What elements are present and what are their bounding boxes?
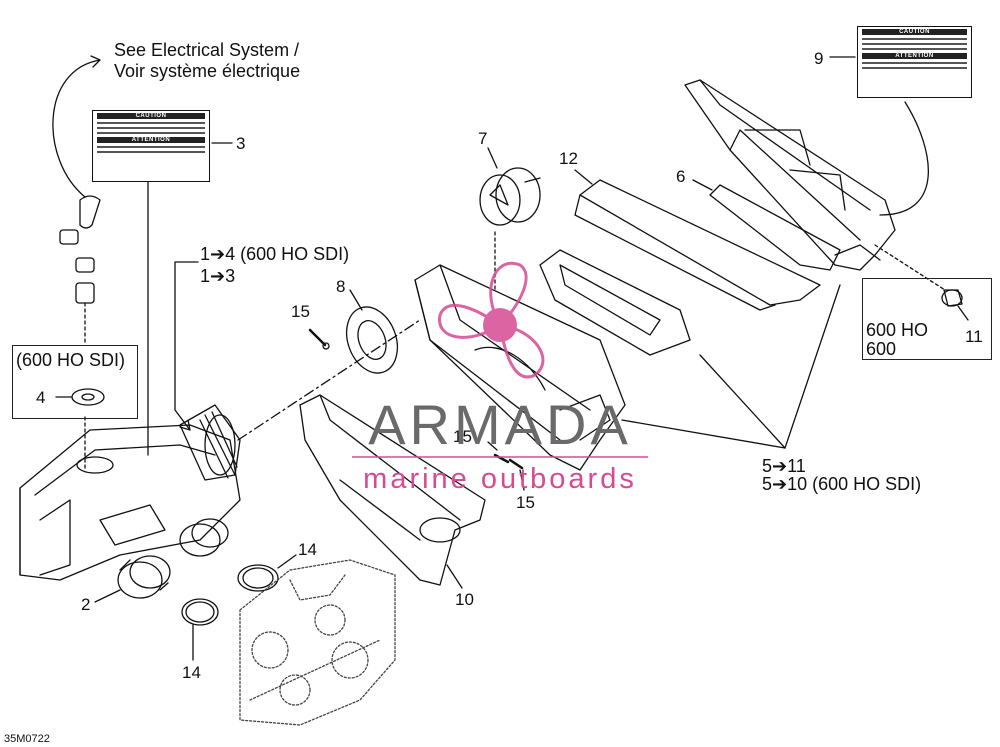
connector-upper bbox=[79, 195, 101, 229]
note-box-600ho: 600 HO bbox=[866, 320, 929, 340]
part-label-6: 6 bbox=[676, 167, 686, 186]
decal-9: CAUTION ATTENTION bbox=[857, 26, 972, 98]
part-label-7: 7 bbox=[478, 129, 488, 148]
note-see-electrical-1: See Electrical System / bbox=[114, 40, 300, 60]
filter-6 bbox=[709, 184, 841, 271]
part-label-14-upper: 14 bbox=[298, 540, 317, 559]
part-label-12: 12 bbox=[559, 149, 578, 168]
clamp-14-upper bbox=[237, 564, 279, 592]
watermark-propeller bbox=[438, 261, 545, 379]
part-label-3: 3 bbox=[236, 134, 246, 153]
watermark-tagline: marine outboards bbox=[363, 463, 637, 495]
note-ref-1-4: 1➔4 (600 HO SDI) bbox=[200, 244, 350, 264]
box-600ho-sdi bbox=[12, 345, 138, 419]
note-box-600ho-sdi: (600 HO SDI) bbox=[16, 350, 126, 370]
part-label-8: 8 bbox=[336, 277, 346, 296]
part-label-15-center-bottom: 15 bbox=[516, 493, 535, 512]
electrical-arrow-head bbox=[90, 55, 101, 68]
electrical-arrow-line bbox=[52, 59, 101, 198]
connector-plug bbox=[59, 229, 79, 245]
cover-9 bbox=[684, 79, 896, 271]
silencer-base bbox=[19, 424, 241, 581]
ring-8 bbox=[345, 306, 399, 374]
watermark-brand: ARMADA bbox=[368, 393, 632, 456]
silencer-body bbox=[414, 264, 626, 471]
sensor-lower bbox=[75, 282, 95, 304]
part-label-10: 10 bbox=[455, 590, 474, 609]
part-label-9: 9 bbox=[814, 49, 824, 68]
note-ref-1-3: 1➔3 bbox=[200, 266, 236, 286]
intake-horn bbox=[179, 404, 241, 481]
note-see-electrical-2: Voir système électrique bbox=[114, 61, 301, 81]
sensor-body bbox=[75, 257, 95, 273]
part-label-2: 2 bbox=[81, 595, 91, 614]
note-ref-5-11: 5➔11 bbox=[762, 456, 806, 476]
engine-block bbox=[239, 559, 396, 726]
part-label-14-lower: 14 bbox=[182, 663, 201, 682]
tray-5 bbox=[539, 249, 691, 356]
arrester-7 bbox=[479, 174, 521, 226]
part-label-15-center-top: 15 bbox=[453, 427, 472, 446]
note-ref-5-10: 5➔10 (600 HO SDI) bbox=[762, 474, 922, 494]
decal-3: CAUTION ATTENTION bbox=[92, 110, 210, 182]
foam-12 bbox=[579, 179, 821, 306]
clamp-14-lower bbox=[181, 598, 219, 626]
diagram-code: 35M0722 bbox=[4, 733, 50, 745]
part-label-4: 4 bbox=[36, 388, 46, 407]
duct-10 bbox=[299, 394, 486, 586]
box-600ho-600 bbox=[862, 278, 992, 360]
adaptor-2 bbox=[117, 561, 163, 599]
note-box-600: 600 bbox=[866, 339, 897, 359]
part-label-15-left: 15 bbox=[291, 302, 310, 321]
part-label-11: 11 bbox=[965, 327, 983, 346]
